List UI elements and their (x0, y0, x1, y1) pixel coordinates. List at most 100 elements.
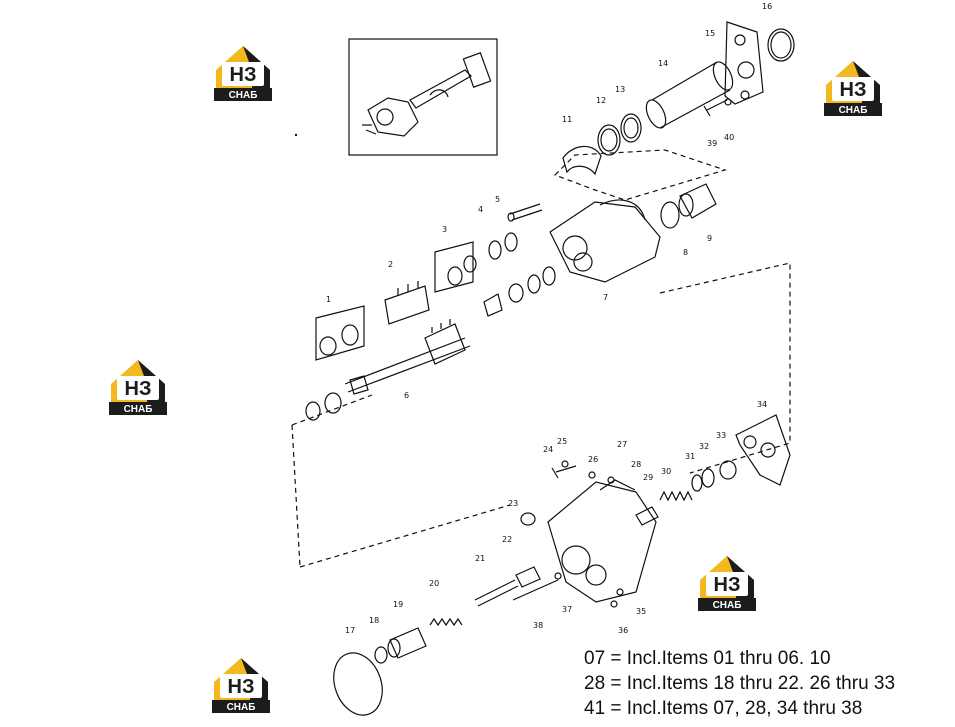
part-3-bracket (434, 241, 474, 293)
callout-14: 14 (658, 59, 668, 68)
svg-text:СНАБ: СНАБ (713, 600, 742, 611)
callout-17: 17 (345, 626, 355, 635)
callout-22: 22 (502, 535, 512, 544)
callout-31: 31 (685, 452, 695, 461)
callout-13: 13 (615, 85, 625, 94)
watermark-logo: НЗ СНАБ (107, 354, 169, 416)
watermark-logo: НЗ СНАБ (212, 40, 274, 102)
house-logo-icon: НЗ СНАБ (214, 46, 272, 101)
callout-3: 3 (442, 225, 447, 234)
part-35-pin (616, 588, 624, 596)
note-line: 28 = Incl.Items 18 thru 22. 26 thru 33 (584, 673, 896, 694)
callout-7: 7 (603, 293, 608, 302)
note-line: 07 = Incl.Items 01 thru 06. 10 (584, 648, 831, 669)
part-16-oring (767, 28, 795, 62)
callout-16: 16 (762, 2, 772, 11)
part-8-oring (660, 201, 680, 229)
part-5-pin (509, 203, 543, 221)
part-6-shaft (344, 319, 471, 395)
callout-11: 11 (562, 115, 572, 124)
callout-1: 1 (326, 295, 331, 304)
part-18-ring (374, 646, 388, 664)
callout-21: 21 (475, 554, 485, 563)
callout-18: 18 (369, 616, 379, 625)
part-13-ring (620, 113, 642, 143)
callout-12: 12 (596, 96, 606, 105)
part-36-pin (610, 600, 618, 608)
svg-text:НЗ: НЗ (228, 676, 255, 698)
callout-29: 29 (643, 473, 653, 482)
kit-notes: 07 = Incl.Items 01 thru 06. 10 28 = Incl… (584, 646, 895, 721)
callout-25: 25 (557, 437, 567, 446)
part-30-spring (659, 490, 693, 502)
callout-2: 2 (388, 260, 393, 269)
callout-labels: 1 2 3 4 5 6 7 8 9 11 12 13 14 15 16 17 1… (326, 2, 772, 635)
part-2-gear (384, 281, 430, 325)
part-37-nut (554, 572, 562, 580)
house-logo-icon: НЗ СНАБ (824, 61, 882, 116)
house-logo-icon: НЗ СНАБ (698, 556, 756, 611)
part-20-spring (429, 617, 463, 627)
callout-24: 24 (543, 445, 553, 454)
callout-23: 23 (508, 499, 518, 508)
part-19-piston (389, 627, 427, 659)
part-28-body (547, 479, 657, 603)
house-logo-icon: НЗ СНАБ (109, 360, 167, 415)
svg-text:СНАБ: СНАБ (229, 90, 258, 101)
callout-40: 40 (724, 133, 734, 142)
part-26-plug (588, 471, 596, 479)
svg-text:НЗ: НЗ (714, 574, 741, 596)
leader-upper (553, 149, 727, 201)
part-4-ring (488, 240, 502, 260)
part-32-oring (701, 468, 715, 488)
callout-26: 26 (588, 455, 598, 464)
part-17-oring (333, 652, 383, 716)
part-34-gasket (735, 414, 791, 486)
part-10-bushing (483, 293, 503, 317)
note-line: 41 = Incl.Items 07, 28, 34 thru 38 (584, 698, 863, 719)
callout-28: 28 (631, 460, 641, 469)
part-1-bracket (315, 305, 365, 361)
callout-33: 33 (716, 431, 726, 440)
svg-text:НЗ: НЗ (840, 79, 867, 101)
part-15-flange (724, 21, 764, 105)
watermark-logo: НЗ СНАБ (822, 55, 884, 117)
part-24-bolt (551, 465, 577, 479)
svg-text:СНАБ: СНАБ (227, 702, 256, 713)
part-29-valve (635, 506, 659, 526)
house-logo-icon: НЗ СНАБ (212, 658, 270, 713)
callout-8: 8 (683, 248, 688, 257)
callout-6: 6 (404, 391, 409, 400)
leader-lower (291, 262, 791, 568)
callout-36: 36 (618, 626, 628, 635)
callout-37: 37 (562, 605, 572, 614)
callout-38: 38 (533, 621, 543, 630)
callout-32: 32 (699, 442, 709, 451)
watermark-logo: НЗ СНАБ (696, 550, 758, 612)
part-5-ring (504, 232, 518, 252)
part-39-bolt (703, 99, 728, 117)
svg-text:СНАБ: СНАБ (839, 105, 868, 116)
part-27-plug (607, 476, 615, 484)
part-11-clamp (562, 145, 602, 176)
callout-20: 20 (429, 579, 439, 588)
callout-27: 27 (617, 440, 627, 449)
part-22-sleeve (515, 566, 541, 588)
callout-5: 5 (495, 195, 500, 204)
callout-9: 9 (707, 234, 712, 243)
watermark-logo: НЗ СНАБ (210, 652, 272, 714)
svg-text:СНАБ: СНАБ (124, 404, 153, 415)
callout-19: 19 (393, 600, 403, 609)
inset-assembly (362, 52, 492, 137)
callout-4: 4 (478, 205, 483, 214)
callout-34: 34 (757, 400, 767, 409)
part-14-tube (651, 61, 731, 129)
part-40-washer (724, 98, 732, 106)
callout-35: 35 (636, 607, 646, 616)
part-33-plug (719, 460, 737, 480)
part-38-pin (512, 579, 559, 601)
part-23-ring (520, 512, 536, 526)
part-12-ring (597, 124, 621, 156)
callout-39: 39 (707, 139, 717, 148)
